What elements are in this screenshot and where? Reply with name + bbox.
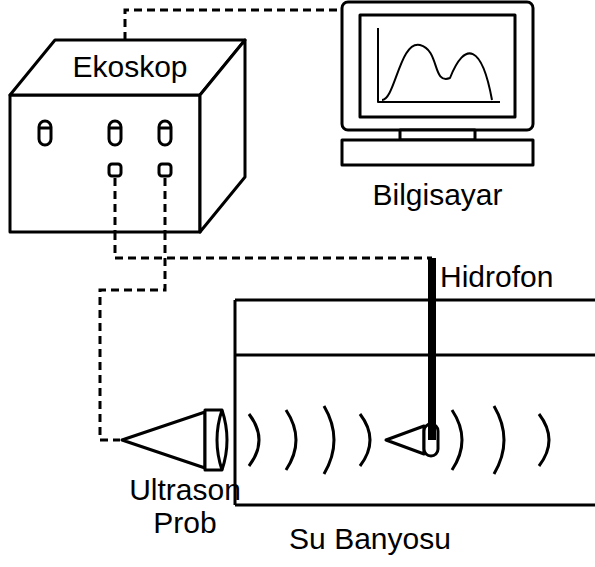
echoscope-side [200, 40, 245, 232]
node-label: Hidrofon [440, 260, 565, 293]
water-bath: Su BanyosuHidrofon [235, 300, 595, 567]
cable-stubs [115, 178, 165, 232]
knobs [39, 121, 171, 145]
wave-front [286, 410, 296, 470]
sockets [109, 164, 171, 176]
hydrophone: Hidrofon [380, 258, 570, 448]
computer-monitor: Bilgisayar [342, 2, 535, 224]
wave-front [360, 414, 370, 466]
wave-front [249, 414, 259, 466]
screen [360, 15, 515, 117]
plot-axes [378, 28, 500, 102]
wave-front [494, 406, 504, 474]
hydrophone-rod [428, 258, 436, 440]
probe-head [205, 410, 227, 470]
node-label: Su Banyosu [255, 522, 485, 555]
water-bath [235, 300, 595, 505]
plot-curve [382, 45, 492, 100]
dashed-cable [125, 10, 342, 40]
hydrophone-tip [386, 426, 424, 454]
monitor [342, 2, 533, 130]
echoscope-front [10, 95, 200, 232]
node-label: Ekoskop [30, 50, 230, 83]
wave-front [539, 414, 549, 466]
dashed-cable [100, 232, 165, 440]
probe-body [122, 412, 205, 468]
dashed-cable [115, 232, 432, 258]
node-label: Bilgisayar [342, 178, 533, 211]
node-label: Ultrason Prob [120, 473, 250, 539]
monitor-base [342, 140, 533, 165]
echoscope-box: Ekoskop [10, 40, 245, 232]
wave-front [452, 410, 462, 470]
wave-front [324, 406, 334, 474]
probe-face [217, 410, 222, 470]
ultrasound-probe: Ultrason Prob [120, 405, 252, 563]
ultrasound-waves [249, 406, 549, 474]
